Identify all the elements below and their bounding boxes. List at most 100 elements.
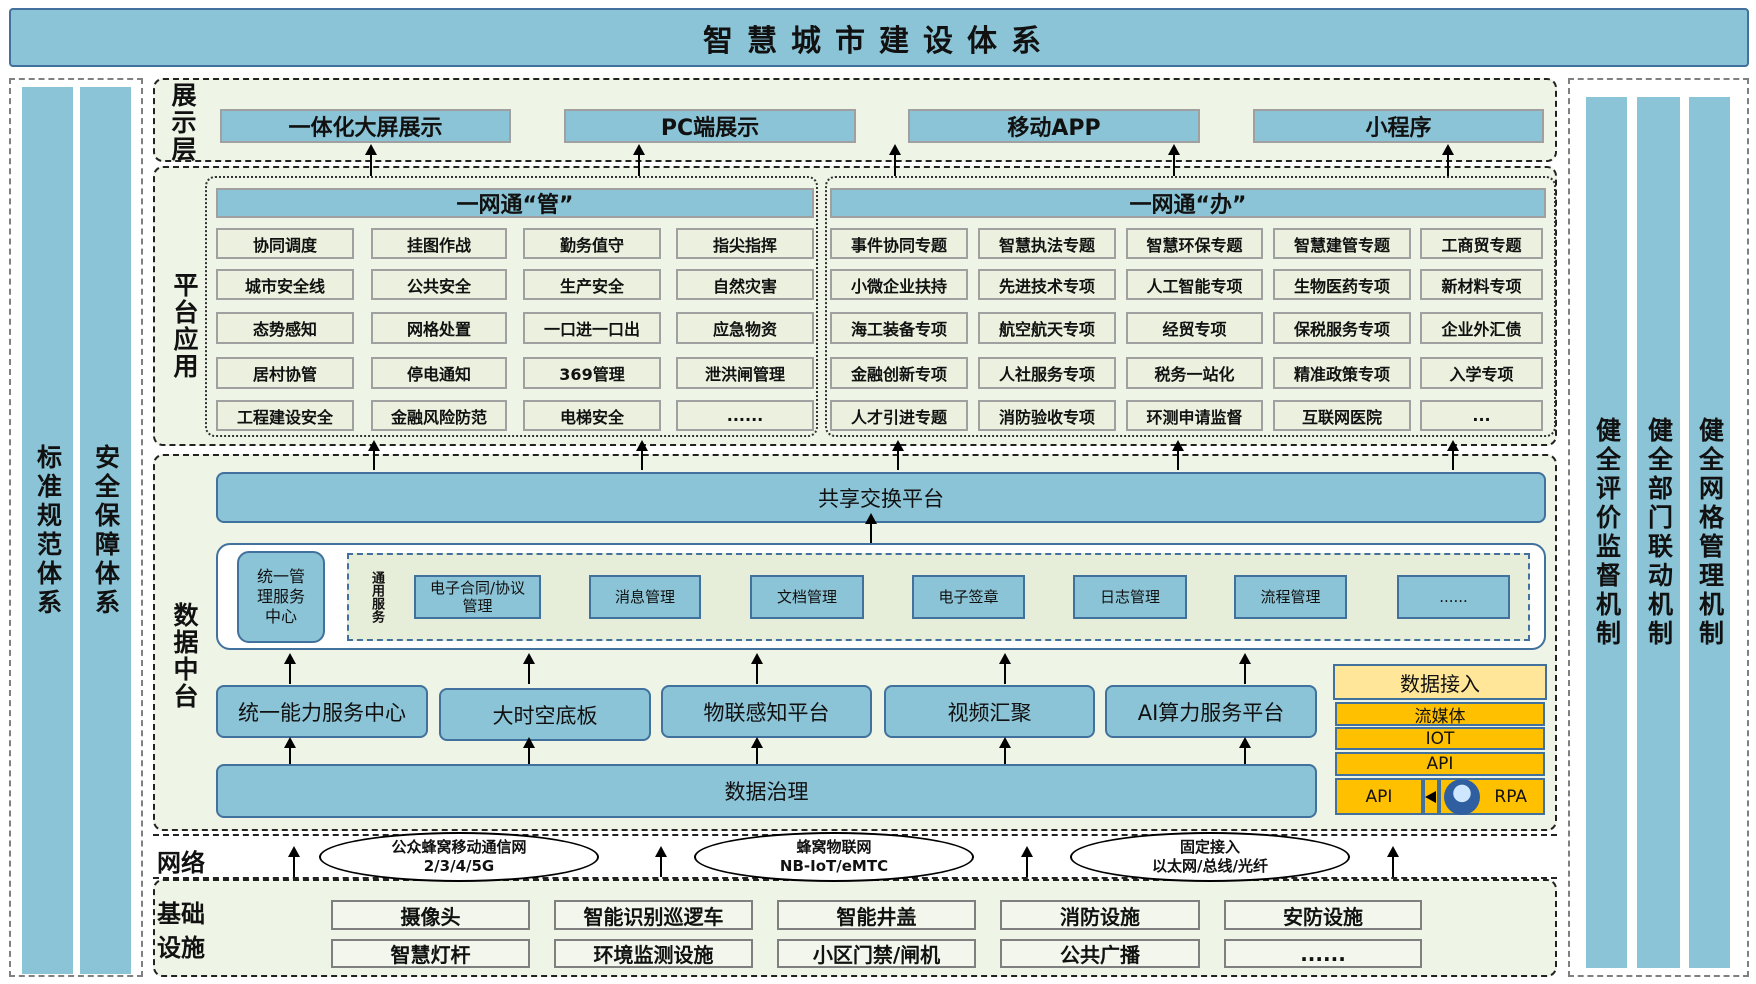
guan-item[interactable]: 勤务值守	[523, 228, 661, 259]
guan-item[interactable]: ......	[676, 400, 814, 431]
common-services-label: 通用服务	[369, 571, 384, 623]
arrow-up-icon	[368, 440, 380, 470]
data-layer-label: 数据中台	[170, 602, 199, 710]
ban-item[interactable]: 人工智能专项	[1126, 269, 1263, 300]
ban-item[interactable]: 事件协同专题	[830, 228, 968, 259]
arrow-up-icon	[523, 737, 535, 764]
platform-item[interactable]: 视频汇聚	[884, 685, 1095, 738]
service-item[interactable]: ......	[1397, 575, 1510, 619]
ban-item[interactable]: 智慧环保专题	[1126, 228, 1263, 259]
guan-item[interactable]: 态势感知	[216, 312, 354, 344]
infra-item[interactable]: 安防设施	[1224, 900, 1422, 930]
guan-group	[205, 176, 818, 437]
ban-item[interactable]: 消防验收专项	[978, 400, 1116, 431]
display-layer-label: 展示层	[168, 82, 197, 163]
infra-item[interactable]: 智能井盖	[777, 900, 976, 930]
guan-item[interactable]: 挂图作战	[371, 228, 507, 259]
ban-item[interactable]: 先进技术专项	[978, 269, 1116, 300]
display-item: 小程序	[1253, 109, 1544, 143]
ban-item[interactable]: 小微企业扶持	[830, 269, 968, 300]
arrow-up-icon	[1168, 144, 1180, 176]
ban-item[interactable]: 企业外汇债	[1420, 312, 1543, 344]
service-item[interactable]: 电子合同/协议管理	[414, 575, 541, 619]
network-cloud: 固定接入以太网/总线/光纤	[1070, 832, 1350, 882]
ban-item[interactable]: 入学专项	[1420, 357, 1543, 389]
shared-exchange-platform: 共享交换平台	[216, 472, 1546, 523]
page-title: 智慧城市建设体系	[9, 8, 1749, 67]
guan-item[interactable]: 一口进一口出	[523, 312, 661, 344]
ban-item[interactable]: 生物医药专项	[1273, 269, 1411, 300]
service-item[interactable]: 日志管理	[1073, 575, 1187, 619]
service-item[interactable]: 流程管理	[1234, 575, 1347, 619]
network-name: 公众蜂窝移动通信网	[391, 838, 527, 856]
infra-item[interactable]: 智能识别巡逻车	[554, 900, 753, 930]
data-access-row: 流媒体	[1335, 702, 1545, 727]
ban-item[interactable]: 海工装备专项	[830, 312, 968, 344]
guan-item[interactable]: 电梯安全	[523, 400, 661, 431]
ban-item[interactable]: 工商贸专题	[1420, 228, 1543, 259]
arrow-up-icon	[523, 653, 535, 684]
infra-item[interactable]: 摄像头	[331, 900, 530, 930]
arrow-up-icon	[1387, 846, 1399, 877]
guan-header: 一网通“管”	[216, 188, 814, 218]
infra-item[interactable]: 消防设施	[1000, 900, 1200, 930]
evaluation-mechanism: 健全评价监督机制	[1586, 97, 1627, 968]
security-system: 安全保障体系	[80, 87, 131, 974]
service-item[interactable]: 电子签章	[912, 575, 1025, 619]
ban-item[interactable]: 互联网医院	[1273, 400, 1411, 431]
guan-item[interactable]: 应急物资	[676, 312, 814, 344]
ban-item[interactable]: 智慧建管专题	[1273, 228, 1411, 259]
ban-item[interactable]: 航空航天专项	[978, 312, 1116, 344]
linkage-mechanism: 健全部门联动机制	[1637, 97, 1680, 968]
network-detail: 以太网/总线/光纤	[1152, 857, 1268, 875]
ban-item[interactable]: 人才引进专题	[830, 400, 968, 431]
platform-item[interactable]: 物联感知平台	[661, 685, 872, 738]
ban-item[interactable]: 智慧执法专题	[978, 228, 1116, 259]
ban-item[interactable]: 经贸专项	[1126, 312, 1263, 344]
infra-item[interactable]: ......	[1224, 939, 1422, 968]
arrow-up-icon	[655, 846, 667, 877]
guan-item[interactable]: 泄洪闸管理	[676, 357, 814, 389]
ban-item[interactable]: 新材料专项	[1420, 269, 1543, 300]
guan-item[interactable]: 城市安全线	[216, 269, 354, 300]
guan-item[interactable]: 金融风险防范	[371, 400, 507, 431]
guan-item[interactable]: 工程建设安全	[216, 400, 354, 431]
guan-item[interactable]: 生产安全	[523, 269, 661, 300]
service-item[interactable]: 消息管理	[589, 575, 701, 619]
infra-item[interactable]: 智慧灯杆	[331, 939, 530, 968]
guan-item[interactable]: 指尖指挥	[676, 228, 814, 259]
ban-item[interactable]: 税务一站化	[1126, 357, 1263, 389]
guan-item[interactable]: 居村协管	[216, 357, 354, 389]
platform-item[interactable]: 大时空底板	[439, 688, 651, 741]
ban-item[interactable]: 环测申请监督	[1126, 400, 1263, 431]
network-name: 蜂窝物联网	[796, 838, 872, 856]
standards-system: 标准规范体系	[22, 87, 73, 974]
guan-item[interactable]: 停电通知	[371, 357, 507, 389]
service-item[interactable]: 文档管理	[750, 575, 864, 619]
guan-item[interactable]: 公共安全	[371, 269, 507, 300]
network-name: 固定接入	[1179, 838, 1240, 856]
unified-management-center: 统一管理服务中心	[237, 551, 325, 643]
data-access-api: API	[1335, 778, 1423, 815]
network-layer-label: 网络	[157, 849, 205, 877]
ban-item[interactable]: ...	[1420, 400, 1543, 431]
arrow-up-icon	[892, 440, 904, 470]
platform-item[interactable]: 统一能力服务中心	[216, 685, 428, 738]
guan-item[interactable]: 自然灾害	[676, 269, 814, 300]
ban-item[interactable]: 金融创新专项	[830, 357, 968, 389]
arrow-up-icon	[365, 144, 377, 176]
infra-item[interactable]: 公共广播	[1000, 939, 1200, 968]
infra-item[interactable]: 环境监测设施	[554, 939, 753, 968]
ban-item[interactable]: 人社服务专项	[978, 357, 1116, 389]
guan-item[interactable]: 369管理	[523, 357, 661, 389]
network-detail: NB-IoT/eMTC	[779, 857, 889, 875]
guan-item[interactable]: 协同调度	[216, 228, 354, 259]
ban-item[interactable]: 保税服务专项	[1273, 312, 1411, 344]
guan-item[interactable]: 网格处置	[371, 312, 507, 344]
platform-item[interactable]: AI算力服务平台	[1105, 685, 1317, 738]
arrow-up-icon	[1239, 737, 1251, 764]
ban-item[interactable]: 精准政策专项	[1273, 357, 1411, 389]
robot-icon	[1444, 779, 1480, 815]
arrow-up-icon	[999, 737, 1011, 764]
infra-item[interactable]: 小区门禁/闸机	[777, 939, 976, 968]
